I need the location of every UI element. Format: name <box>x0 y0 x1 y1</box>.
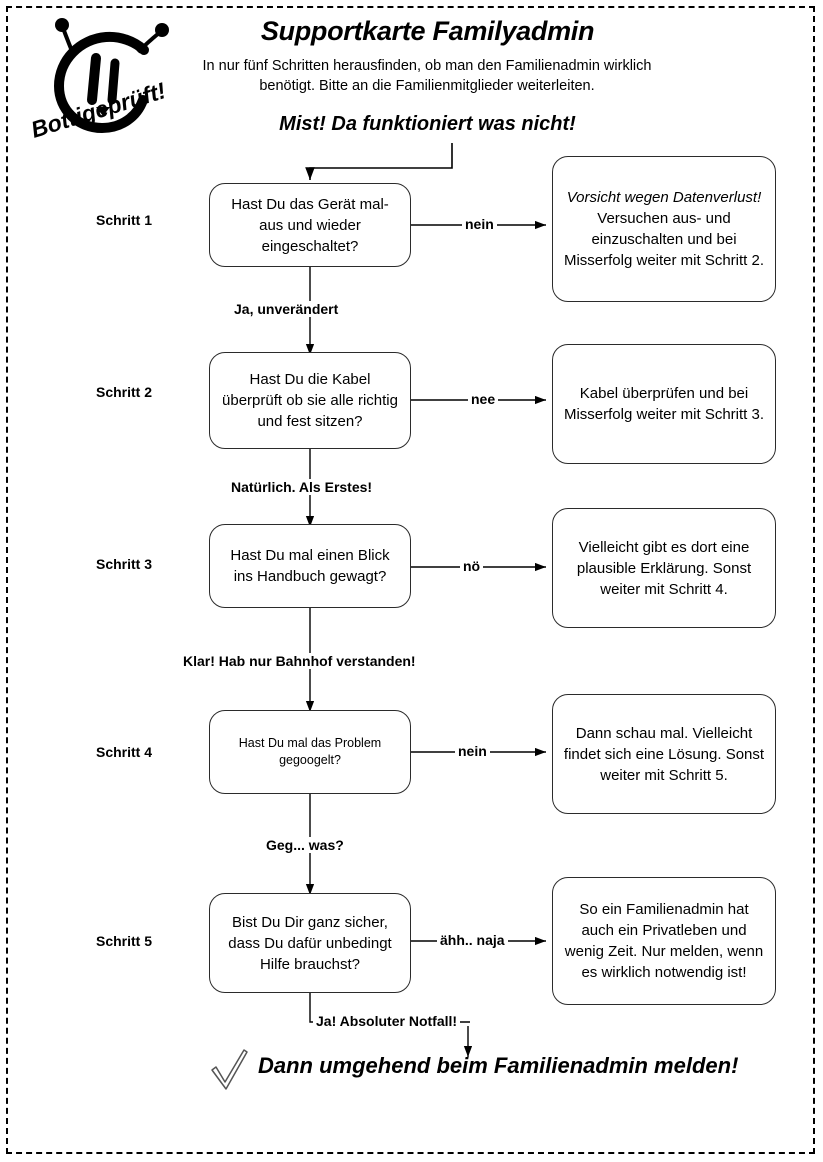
edge-label-step2-yes: Natürlich. Als Erstes! <box>228 479 376 495</box>
answer-box-step-2[interactable]: Kabel überprüfen und bei Misserfolg weit… <box>552 344 776 464</box>
edge-label-step5-yes: Ja! Absoluter Notfall! <box>313 1013 461 1029</box>
bottigeprueft-logo: Bottigeprüft! <box>22 8 197 148</box>
question-box-step-3[interactable]: Hast Du mal einen Blick ins Handbuch gew… <box>209 524 411 608</box>
edge-label-step3-no: nö <box>460 558 484 574</box>
step-label-5: Schritt 5 <box>96 933 153 949</box>
question-text-4: Hast Du mal das Problem gegoogelt? <box>238 736 382 767</box>
edge-label-step3-yes: Klar! Hab nur Bahnhof verstanden! <box>180 653 419 669</box>
answer-text-5: So ein Familienadmin hat auch ein Privat… <box>564 901 764 981</box>
edge-label-step4-no: nein <box>455 743 490 759</box>
check-mark-icon <box>208 1046 252 1092</box>
edge-label-step2-no: nee <box>468 391 499 407</box>
flow-intro-heading: Mist! Da funktioniert was nicht! <box>279 113 576 135</box>
answer-text-4: Dann schau mal. Vielleicht findet sich e… <box>563 724 765 784</box>
question-box-step-1[interactable]: Hast Du das Gerät mal- aus und wieder ei… <box>209 183 411 267</box>
answer-box-step-1[interactable]: Vorsicht wegen Datenverlust! Versuchen a… <box>552 156 776 302</box>
step-label-4: Schritt 4 <box>96 744 153 760</box>
answer-body-1: Versuchen aus- und einzuschalten und bei… <box>563 210 765 269</box>
page-title: Supportkarte Familyadmin <box>260 16 595 46</box>
answer-box-step-3[interactable]: Vielleicht gibt es dort eine plausible E… <box>552 508 776 628</box>
edge-label-step1-no: nein <box>462 216 497 232</box>
answer-box-step-5[interactable]: So ein Familienadmin hat auch ein Privat… <box>552 877 776 1005</box>
edge-label-step4-yes: Geg... was? <box>263 837 347 853</box>
step-label-3: Schritt 3 <box>96 556 153 572</box>
question-box-step-4[interactable]: Hast Du mal das Problem gegoogelt? <box>209 710 411 794</box>
answer-text-1: Vorsicht wegen Datenverlust! Versuchen a… <box>563 187 765 271</box>
answer-box-step-4[interactable]: Dann schau mal. Vielleicht findet sich e… <box>552 694 776 814</box>
question-text-5: Bist Du Dir ganz sicher, dass Du dafür u… <box>228 913 392 973</box>
question-text-1: Hast Du das Gerät mal- aus und wieder ei… <box>231 195 389 255</box>
edge-intro-to-step1 <box>305 143 453 180</box>
step-label-2: Schritt 2 <box>96 384 153 400</box>
step-label-1: Schritt 1 <box>96 212 153 228</box>
conclusion-text: Dann umgehend beim Familienadmin melden! <box>258 1053 739 1078</box>
answer-emphasis-1: Vorsicht wegen Datenverlust! <box>566 189 762 206</box>
question-text-2: Hast Du die Kabel überprüft ob sie alle … <box>222 371 398 430</box>
answer-text-3: Vielleicht gibt es dort eine plausible E… <box>576 538 752 598</box>
page-subtitle: In nur fünf Schritten herausfinden, ob m… <box>202 58 652 94</box>
question-box-step-2[interactable]: Hast Du die Kabel überprüft ob sie alle … <box>209 352 411 449</box>
bug-face-icon: Bottigeprüft! <box>28 18 169 143</box>
edge-label-step1-yes: Ja, unverändert <box>231 301 342 317</box>
answer-text-2: Kabel überprüfen und bei Misserfolg weit… <box>563 385 765 423</box>
question-box-step-5[interactable]: Bist Du Dir ganz sicher, dass Du dafür u… <box>209 893 411 993</box>
edge-label-step5-no: ähh.. naja <box>437 932 508 948</box>
question-text-3: Hast Du mal einen Blick ins Handbuch gew… <box>230 547 390 585</box>
